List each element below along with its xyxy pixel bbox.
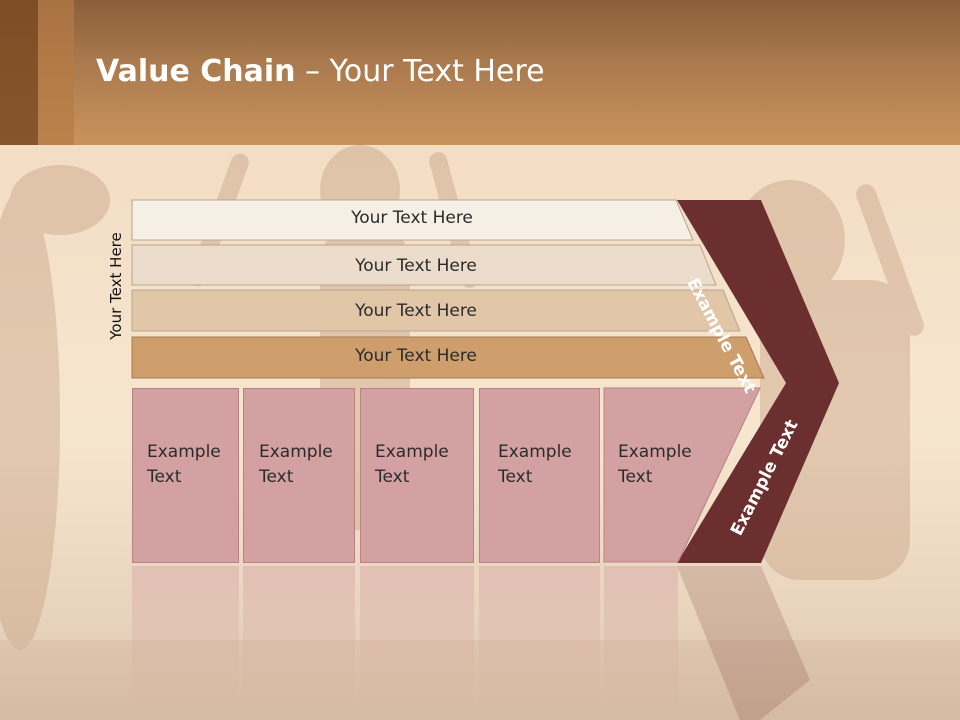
chevron-reflection bbox=[677, 566, 810, 720]
primary-box bbox=[360, 388, 474, 563]
box-reflection bbox=[479, 566, 600, 720]
header-accent-strip bbox=[38, 0, 74, 145]
title-rest: – Your Text Here bbox=[295, 54, 545, 89]
slide-title: Value Chain – Your Text Here bbox=[96, 54, 545, 89]
title-bold: Value Chain bbox=[96, 54, 296, 89]
support-row-shape bbox=[131, 289, 741, 332]
box-reflection bbox=[604, 566, 678, 720]
primary-box bbox=[479, 388, 600, 563]
support-row-label: Your Text Here bbox=[355, 301, 477, 321]
support-row-shape bbox=[131, 244, 717, 286]
chevron-top-shape bbox=[677, 200, 839, 383]
primary-box bbox=[132, 388, 239, 563]
box-reflection bbox=[360, 566, 474, 720]
support-row-shape bbox=[131, 336, 765, 379]
primary-box-shape bbox=[603, 387, 761, 563]
header-accent-strip bbox=[0, 0, 38, 145]
primary-box bbox=[243, 388, 355, 563]
chevron-bottom-shape bbox=[677, 383, 839, 563]
support-row-label: Your Text Here bbox=[351, 208, 473, 228]
support-row-label: Your Text Here bbox=[355, 346, 477, 366]
box-reflection bbox=[132, 566, 239, 720]
slide-header: Value Chain – Your Text Here bbox=[0, 0, 960, 145]
side-label: Your Text Here bbox=[107, 232, 125, 340]
support-row-label: Your Text Here bbox=[355, 256, 477, 276]
support-row-shape bbox=[131, 199, 694, 241]
box-reflection bbox=[243, 566, 355, 720]
